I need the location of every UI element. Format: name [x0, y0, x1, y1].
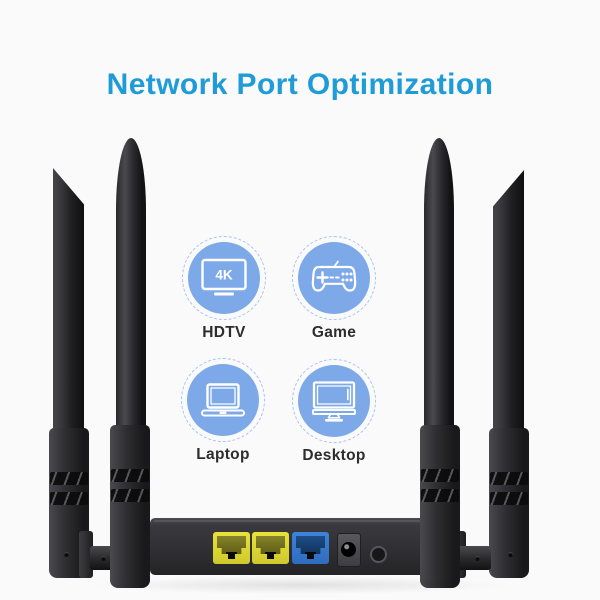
- tv-4k-badge: 4K: [215, 268, 233, 283]
- feature-circle: [181, 358, 265, 442]
- antenna-base-inner-right: [420, 425, 460, 588]
- floor-shadow: [90, 576, 510, 594]
- antenna-inner-left: [116, 138, 146, 438]
- feature-label-laptop: Laptop: [196, 446, 250, 463]
- internet-wan-port: [292, 532, 329, 564]
- antenna-hinge-right: [458, 546, 491, 570]
- antenna-outer-left: [53, 168, 84, 448]
- antenna-outer-right: [493, 170, 524, 450]
- antenna-base-inner-left: [110, 425, 150, 588]
- feature-circle: [292, 359, 376, 443]
- laptop-icon: [201, 383, 245, 417]
- page-title: Network Port Optimization: [106, 68, 494, 101]
- antenna-base-outer-right: [489, 428, 529, 578]
- feature-laptop: Laptop: [173, 358, 273, 464]
- screw-dot: [64, 552, 69, 557]
- wps-reset-button: [370, 546, 387, 563]
- feature-desktop: Desktop: [284, 359, 384, 465]
- lan-port-1: [213, 532, 250, 564]
- feature-circle: 4K: [182, 236, 266, 320]
- feature-hdtv: 4K HDTV: [174, 236, 274, 342]
- tv-4k-icon: 4K: [201, 258, 247, 296]
- feature-game: Game: [284, 236, 384, 342]
- feature-label-desktop: Desktop: [302, 447, 366, 464]
- antenna-base-outer-left: [49, 428, 89, 578]
- antenna-inner-right: [424, 138, 454, 438]
- hinge-knuckle-left: [79, 531, 93, 578]
- gamepad-icon: [311, 260, 357, 292]
- feature-label-hdtv: HDTV: [202, 324, 246, 341]
- feature-label-game: Game: [311, 324, 357, 341]
- lan-port-2: [252, 532, 289, 564]
- feature-circle: [292, 236, 376, 320]
- power-jack: [337, 533, 361, 567]
- desktop-icon: [312, 381, 356, 422]
- screw-dot: [101, 556, 106, 561]
- screw-dot: [475, 556, 480, 561]
- screw-dot: [508, 552, 513, 557]
